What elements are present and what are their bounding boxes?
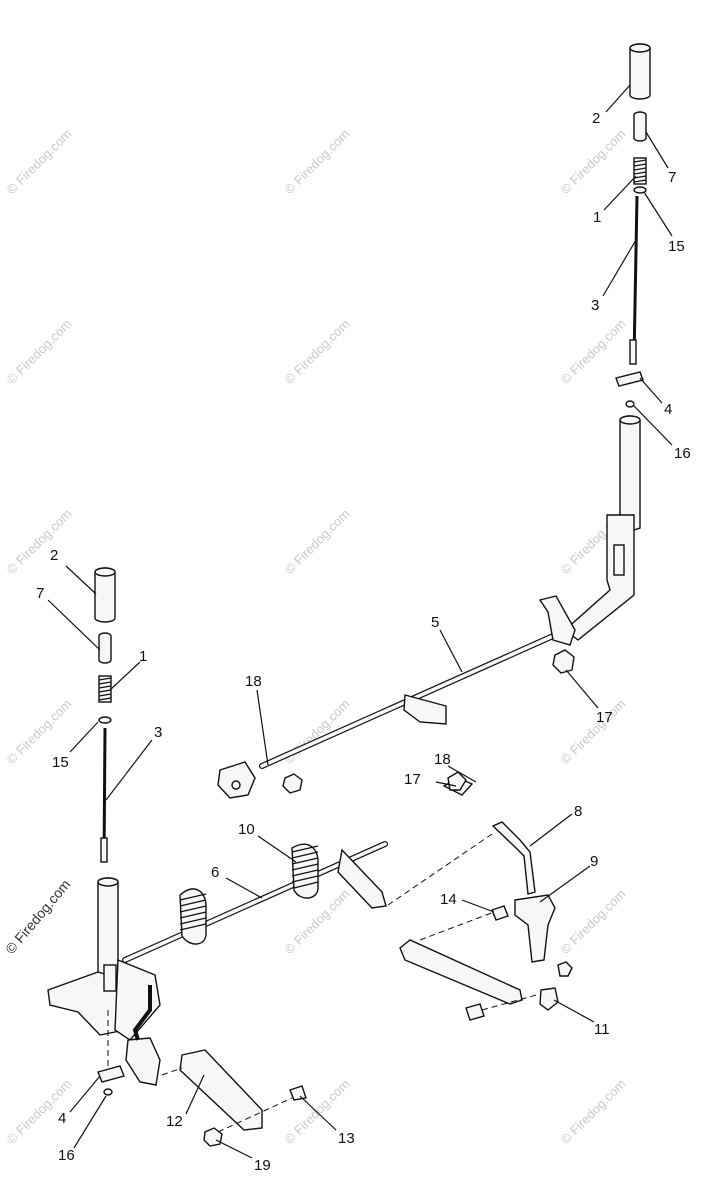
washer-part-16-right bbox=[625, 400, 635, 408]
callout-label: 4 bbox=[664, 401, 672, 418]
rod-part-3-right bbox=[632, 195, 639, 361]
bolt-part bbox=[465, 1003, 485, 1021]
watermark: © Firedog.com bbox=[4, 506, 75, 577]
arm-part-12 bbox=[179, 1049, 263, 1131]
watermark: © Firedog.com bbox=[558, 316, 629, 387]
shaft-arm bbox=[403, 694, 447, 725]
callout-label: 13 bbox=[338, 1130, 355, 1147]
callout-label: 11 bbox=[594, 1021, 610, 1038]
shaft-end-bracket-right bbox=[538, 595, 576, 646]
washer-part-15-right bbox=[633, 186, 647, 194]
watermark: © Firedog.com bbox=[282, 506, 353, 577]
leader-lines bbox=[47, 84, 673, 1159]
dashed-guide bbox=[161, 1067, 183, 1076]
callout-label: 10 bbox=[238, 821, 255, 838]
bolt-part-13 bbox=[289, 1085, 307, 1101]
cross-shaft-part-5 bbox=[217, 595, 576, 799]
dashed-guide bbox=[419, 911, 495, 941]
spring-part-left bbox=[179, 888, 207, 945]
bolt-part-14 bbox=[491, 905, 509, 921]
callout-label: 15 bbox=[668, 238, 685, 255]
callout-labels: 2 7 1 15 3 4 16 2 7 1 15 3 5 17 18 18 17… bbox=[36, 110, 691, 1174]
callout-label: 12 bbox=[166, 1113, 183, 1130]
watermark: © Firedog.com bbox=[282, 316, 353, 387]
washer-part-15-left bbox=[98, 716, 112, 724]
callout-label: 16 bbox=[674, 445, 691, 462]
callout-label: 4 bbox=[58, 1110, 66, 1127]
watermark: © Firedog.com bbox=[282, 886, 353, 957]
lower-right-linkage bbox=[387, 821, 573, 1021]
callout-label: 1 bbox=[139, 648, 147, 665]
watermark: © Firedog.com bbox=[4, 126, 75, 197]
spring-part-1-right bbox=[633, 157, 647, 185]
sleeve-part-7-right bbox=[633, 111, 647, 142]
link-part-8 bbox=[491, 821, 536, 895]
nut-part-17-left bbox=[282, 773, 303, 794]
lower-left-linkage bbox=[97, 985, 307, 1147]
callout-label: 18 bbox=[245, 673, 262, 690]
knob-top bbox=[629, 43, 651, 53]
callout-label: 17 bbox=[596, 709, 613, 726]
callout-label: 14 bbox=[440, 891, 457, 908]
watermark: © Firedog.com bbox=[4, 316, 75, 387]
callout-label: 18 bbox=[434, 751, 451, 768]
left-lift-assembly bbox=[47, 567, 126, 1036]
right-lift-assembly bbox=[563, 43, 651, 641]
shaft-end-bracket-left bbox=[217, 761, 256, 799]
dashed-guide bbox=[387, 831, 496, 906]
callout-label: 6 bbox=[211, 864, 219, 881]
callout-label: 8 bbox=[574, 803, 582, 820]
lever-part bbox=[125, 1037, 161, 1086]
lower-shaft-bracket bbox=[114, 958, 161, 1041]
watermark: © Firedog.com bbox=[558, 1076, 629, 1147]
lower-shaft-arm bbox=[337, 848, 387, 909]
spring-part-1-left bbox=[98, 675, 112, 703]
tube-top bbox=[619, 415, 641, 425]
bar-part bbox=[399, 939, 523, 1005]
pin-part-4-lower bbox=[97, 1065, 125, 1083]
bushing-part-11 bbox=[539, 987, 559, 1011]
callout-label: 7 bbox=[36, 585, 44, 602]
dashed-guide bbox=[481, 993, 541, 1011]
callout-label: 16 bbox=[58, 1147, 75, 1164]
callout-label: 17 bbox=[404, 771, 421, 788]
callout-label: 3 bbox=[591, 297, 599, 314]
callout-label: 3 bbox=[154, 724, 162, 741]
bracket-slot bbox=[613, 544, 625, 576]
watermark: © Firedog.com bbox=[558, 886, 629, 957]
watermark: © Firedog.com bbox=[558, 696, 629, 767]
callout-label: 2 bbox=[592, 110, 600, 127]
rod-end bbox=[629, 339, 637, 365]
nut-part-17-right bbox=[552, 649, 575, 674]
washer-part-16-lower bbox=[103, 1088, 113, 1096]
lever-rod bbox=[132, 985, 152, 1041]
callout-label: 2 bbox=[50, 547, 58, 564]
pin-part-4-right bbox=[615, 371, 644, 387]
nut-part-19 bbox=[203, 1127, 223, 1147]
callout-label: 19 bbox=[254, 1157, 271, 1174]
callout-label: 5 bbox=[431, 614, 439, 631]
watermark: © Firedog.com bbox=[2, 876, 73, 957]
sleeve-part-7-left bbox=[98, 632, 112, 664]
callout-label: 15 bbox=[52, 754, 69, 771]
callout-label: 9 bbox=[590, 853, 598, 870]
watermark: © Firedog.com bbox=[282, 126, 353, 197]
callout-label: 1 bbox=[593, 209, 601, 226]
nut-part-right-lower bbox=[557, 961, 573, 977]
lower-shaft-part-6 bbox=[114, 771, 474, 1041]
arm-part-9 bbox=[514, 894, 556, 963]
dashed-guide bbox=[217, 1097, 293, 1133]
watermark: © Firedog.com bbox=[558, 126, 629, 197]
spring-part-10 bbox=[291, 843, 319, 899]
callout-label: 7 bbox=[668, 169, 676, 186]
